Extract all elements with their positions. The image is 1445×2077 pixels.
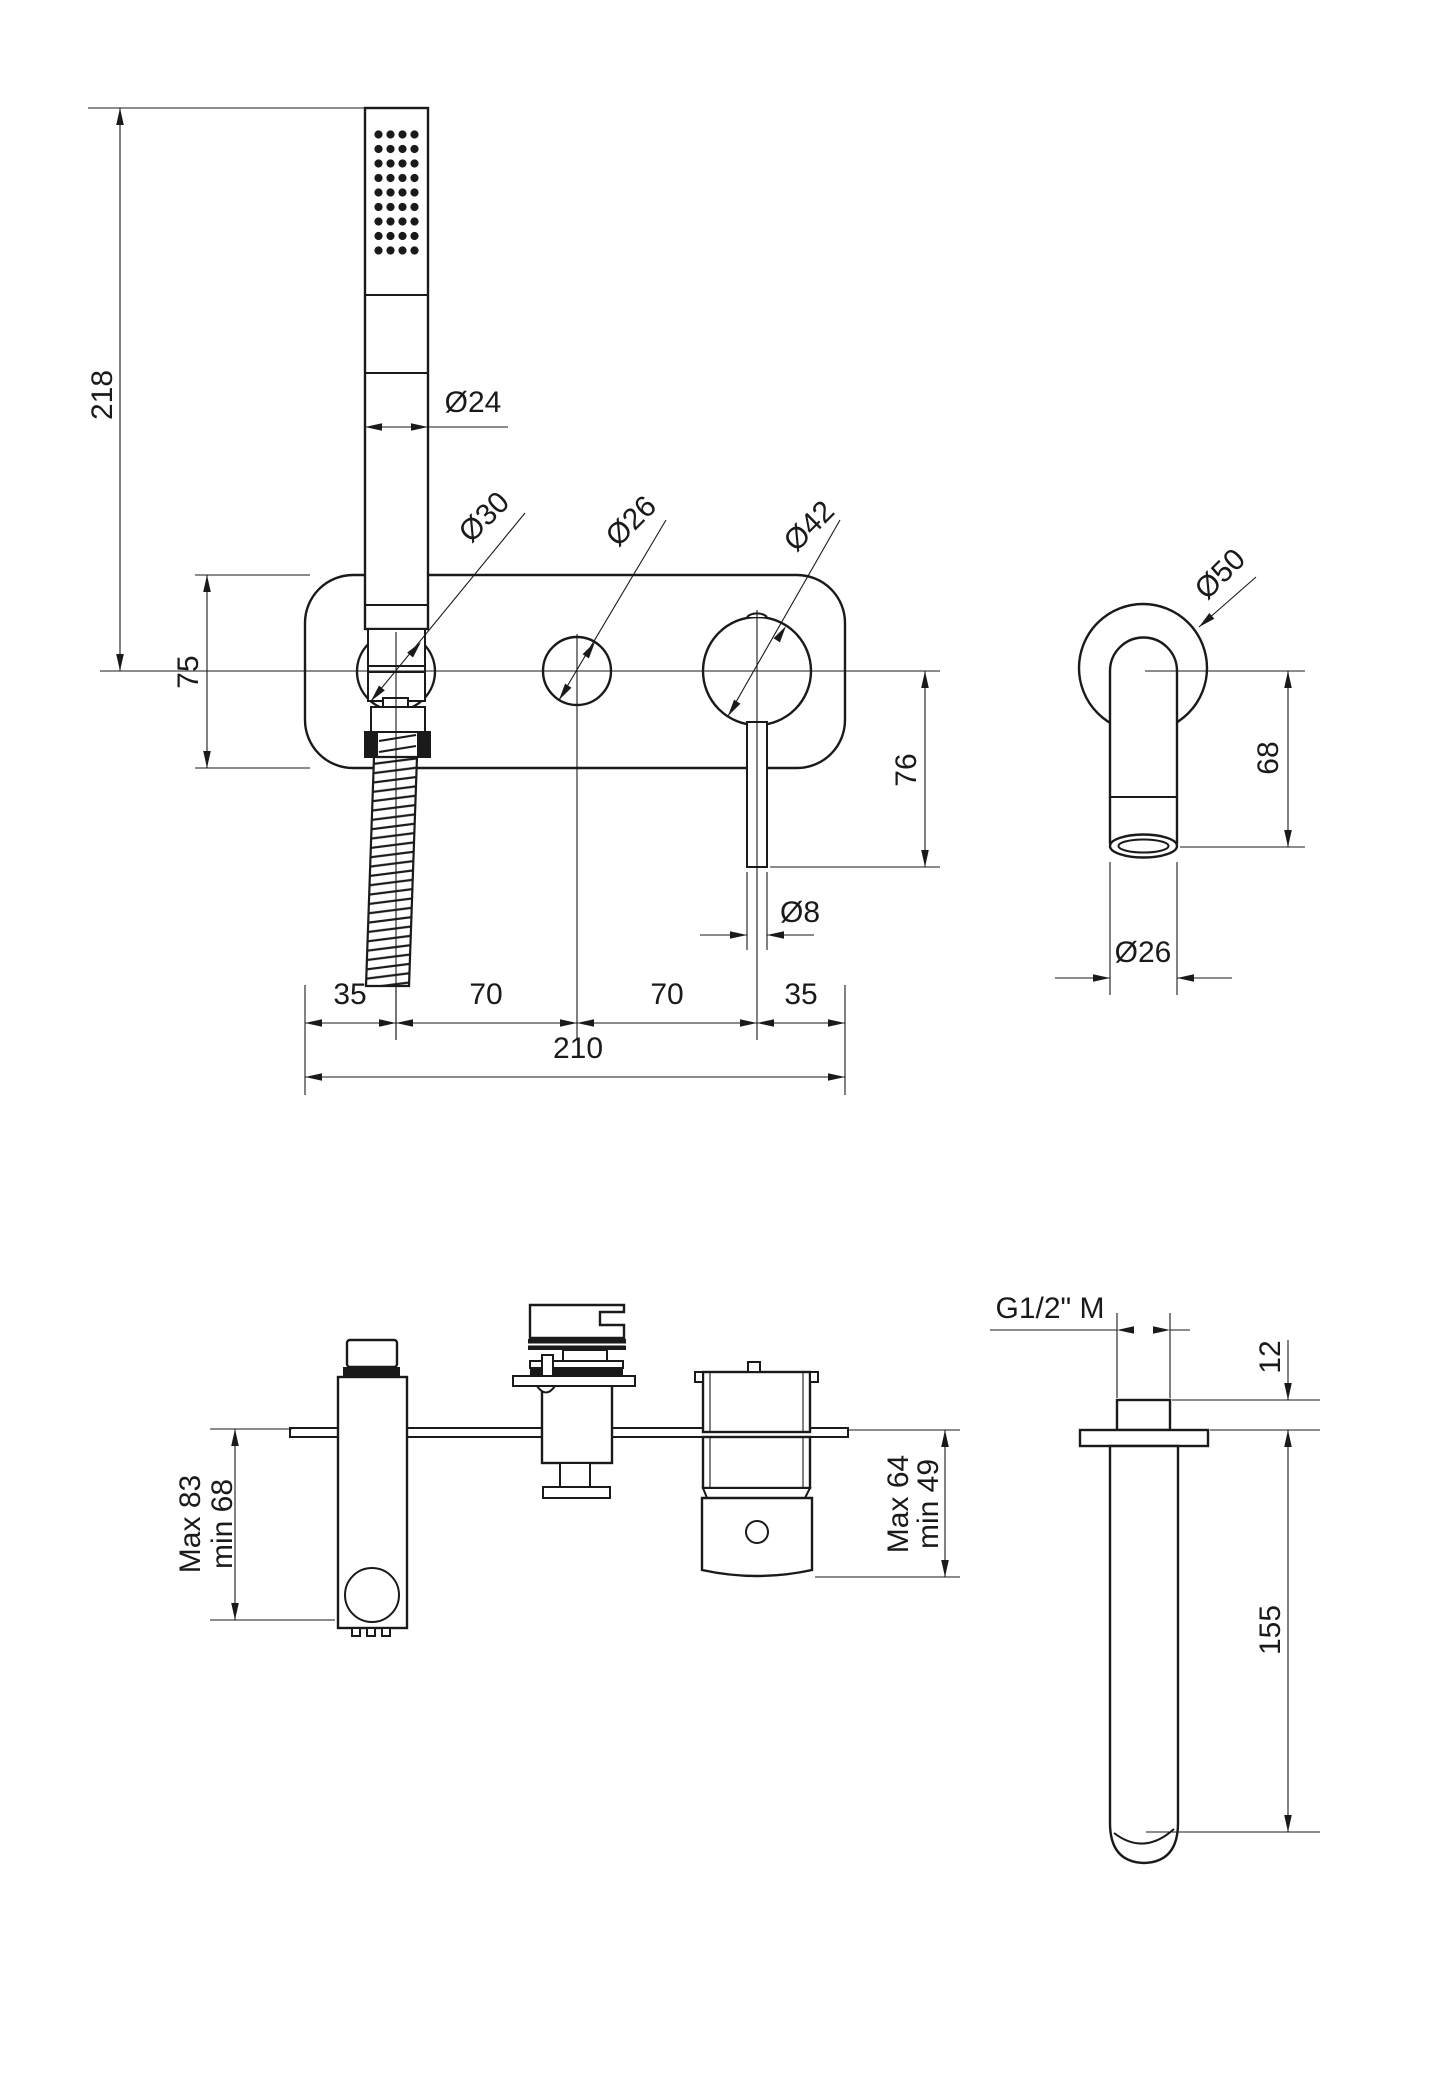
dim-76-label: 76 xyxy=(890,753,923,786)
mixer-upper-body xyxy=(701,1370,812,1434)
dim-155-label: 155 xyxy=(1254,1605,1287,1655)
dim-35r-label: 35 xyxy=(784,978,817,1011)
diverter-body xyxy=(540,1383,614,1465)
dim-max83-label: Max 83 xyxy=(174,1475,207,1573)
mixer-lower-body xyxy=(701,1435,812,1490)
dim-68-label: 68 xyxy=(1252,741,1285,774)
dim-min49-label: min 49 xyxy=(912,1459,945,1549)
dim-max64: Max 64 min 49 xyxy=(815,1429,960,1578)
dim-dia50: Ø50 xyxy=(1189,543,1257,630)
dim-dia24-label: Ø24 xyxy=(445,386,502,419)
arm-tube xyxy=(1108,1444,1180,1865)
diverter-flange xyxy=(512,1375,636,1387)
ceiling-arm-view: G1/2" M 12 155 xyxy=(990,1292,1320,1865)
mixer-cartridge-box xyxy=(700,1496,814,1578)
spout-tube xyxy=(1108,636,1179,856)
holder-side xyxy=(336,1338,409,1637)
dim-155: 155 xyxy=(1146,1430,1320,1833)
dim-dia42-label: Ø42 xyxy=(778,495,841,558)
dim-70l-label: 70 xyxy=(469,978,502,1011)
dim-max83: Max 83 min 68 xyxy=(174,1428,335,1621)
holder-outlet-circle xyxy=(344,1567,400,1623)
spout-outlet xyxy=(1108,833,1179,859)
dim-thread: G1/2" M xyxy=(990,1292,1190,1398)
dim-218: 218 xyxy=(86,107,365,671)
hose-nut xyxy=(370,706,426,733)
dim-75-label: 75 xyxy=(172,655,205,688)
dim-dia26-spout-label: Ø26 xyxy=(1115,936,1172,969)
spout-view: Ø50 68 Ø26 xyxy=(1055,543,1305,995)
dim-max64-label: Max 64 xyxy=(882,1455,915,1553)
shower-hose xyxy=(364,755,419,988)
dim-dia26-label: Ø26 xyxy=(600,490,663,553)
dim-dia24: Ø24 xyxy=(365,386,508,431)
centerlines xyxy=(100,610,940,1040)
dim-dia26-spout: Ø26 xyxy=(1055,862,1232,995)
dim-12-label: 12 xyxy=(1254,1340,1287,1373)
dim-dia8-label: Ø8 xyxy=(780,896,820,929)
arm-mouth xyxy=(1113,1828,1175,1845)
dim-min68-label: min 68 xyxy=(206,1479,239,1569)
front-view: 218 75 Ø24 Ø30 xyxy=(86,106,940,1095)
dim-dia8: Ø8 xyxy=(700,872,820,950)
diverter-knob xyxy=(528,1303,626,1340)
dim-76: 76 xyxy=(770,671,940,868)
dim-75: 75 xyxy=(172,574,310,769)
dim-12: 12 xyxy=(1172,1340,1320,1431)
diverter-side xyxy=(512,1303,636,1499)
dim-thread-label: G1/2" M xyxy=(995,1292,1104,1325)
ceiling-flange xyxy=(1078,1428,1210,1448)
spray-nozzle-dots xyxy=(372,127,421,259)
mixer-side xyxy=(694,1361,819,1578)
dim-210: 210 xyxy=(305,1032,845,1081)
dim-218-label: 218 xyxy=(86,370,119,420)
holder-cap xyxy=(345,1338,399,1369)
dim-210-label: 210 xyxy=(553,1032,603,1065)
dim-70r-label: 70 xyxy=(650,978,683,1011)
dim-35l-label: 35 xyxy=(333,978,366,1011)
handshower-front xyxy=(363,106,430,631)
holder-body xyxy=(336,1375,409,1630)
dim-dia30-label: Ø30 xyxy=(453,486,516,549)
dim-68: 68 xyxy=(1145,670,1305,848)
installation-side-view: Max 83 min 68 Max 64 min 49 xyxy=(174,1303,960,1637)
dim-row-35-70-70-35: 35 70 70 35 xyxy=(304,978,846,1095)
diverter-pin xyxy=(541,1354,554,1377)
dim-dia50-label: Ø50 xyxy=(1189,543,1252,606)
thread-nipple xyxy=(1115,1398,1172,1432)
